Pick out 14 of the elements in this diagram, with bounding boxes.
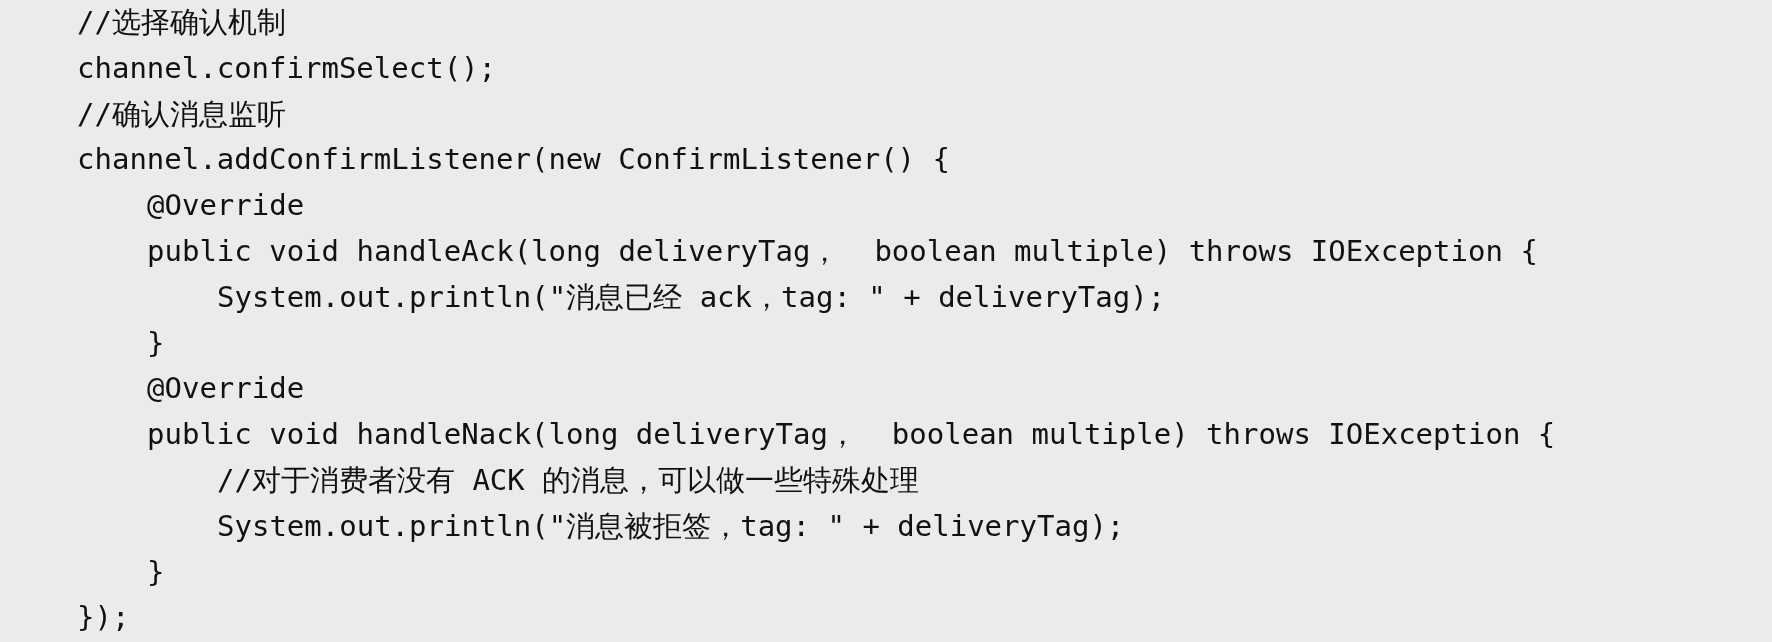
code-line: channel.confirmSelect(); xyxy=(77,49,497,86)
code-line: public void handleAck(long deliveryTag， boolean multiple) throws IOException { xyxy=(147,233,1538,269)
code-line: } xyxy=(147,553,165,590)
code-line: } xyxy=(147,324,165,361)
annotation-line: @Override xyxy=(147,370,305,407)
code-line: }); xyxy=(77,599,130,636)
code-comment: //选择确认机制 xyxy=(77,4,286,40)
annotation-line: @Override xyxy=(147,187,305,224)
code-comment: //确认消息监听 xyxy=(77,95,286,132)
code-line: public void handleNack(long deliveryTag， boolean multiple) throws IOException { xyxy=(147,416,1556,453)
code-line: System.out.println("消息被拒签，tag: " + deliveryTag); xyxy=(217,507,1125,544)
code-line: System.out.println("消息已经 ack，tag: " + deliveryTag); xyxy=(217,278,1166,315)
code-line: channel.addConfirmListener(new ConfirmListener() { xyxy=(77,141,950,178)
code-comment: //对于消费者没有 ACK 的消息，可以做一些特殊处理 xyxy=(217,462,920,498)
